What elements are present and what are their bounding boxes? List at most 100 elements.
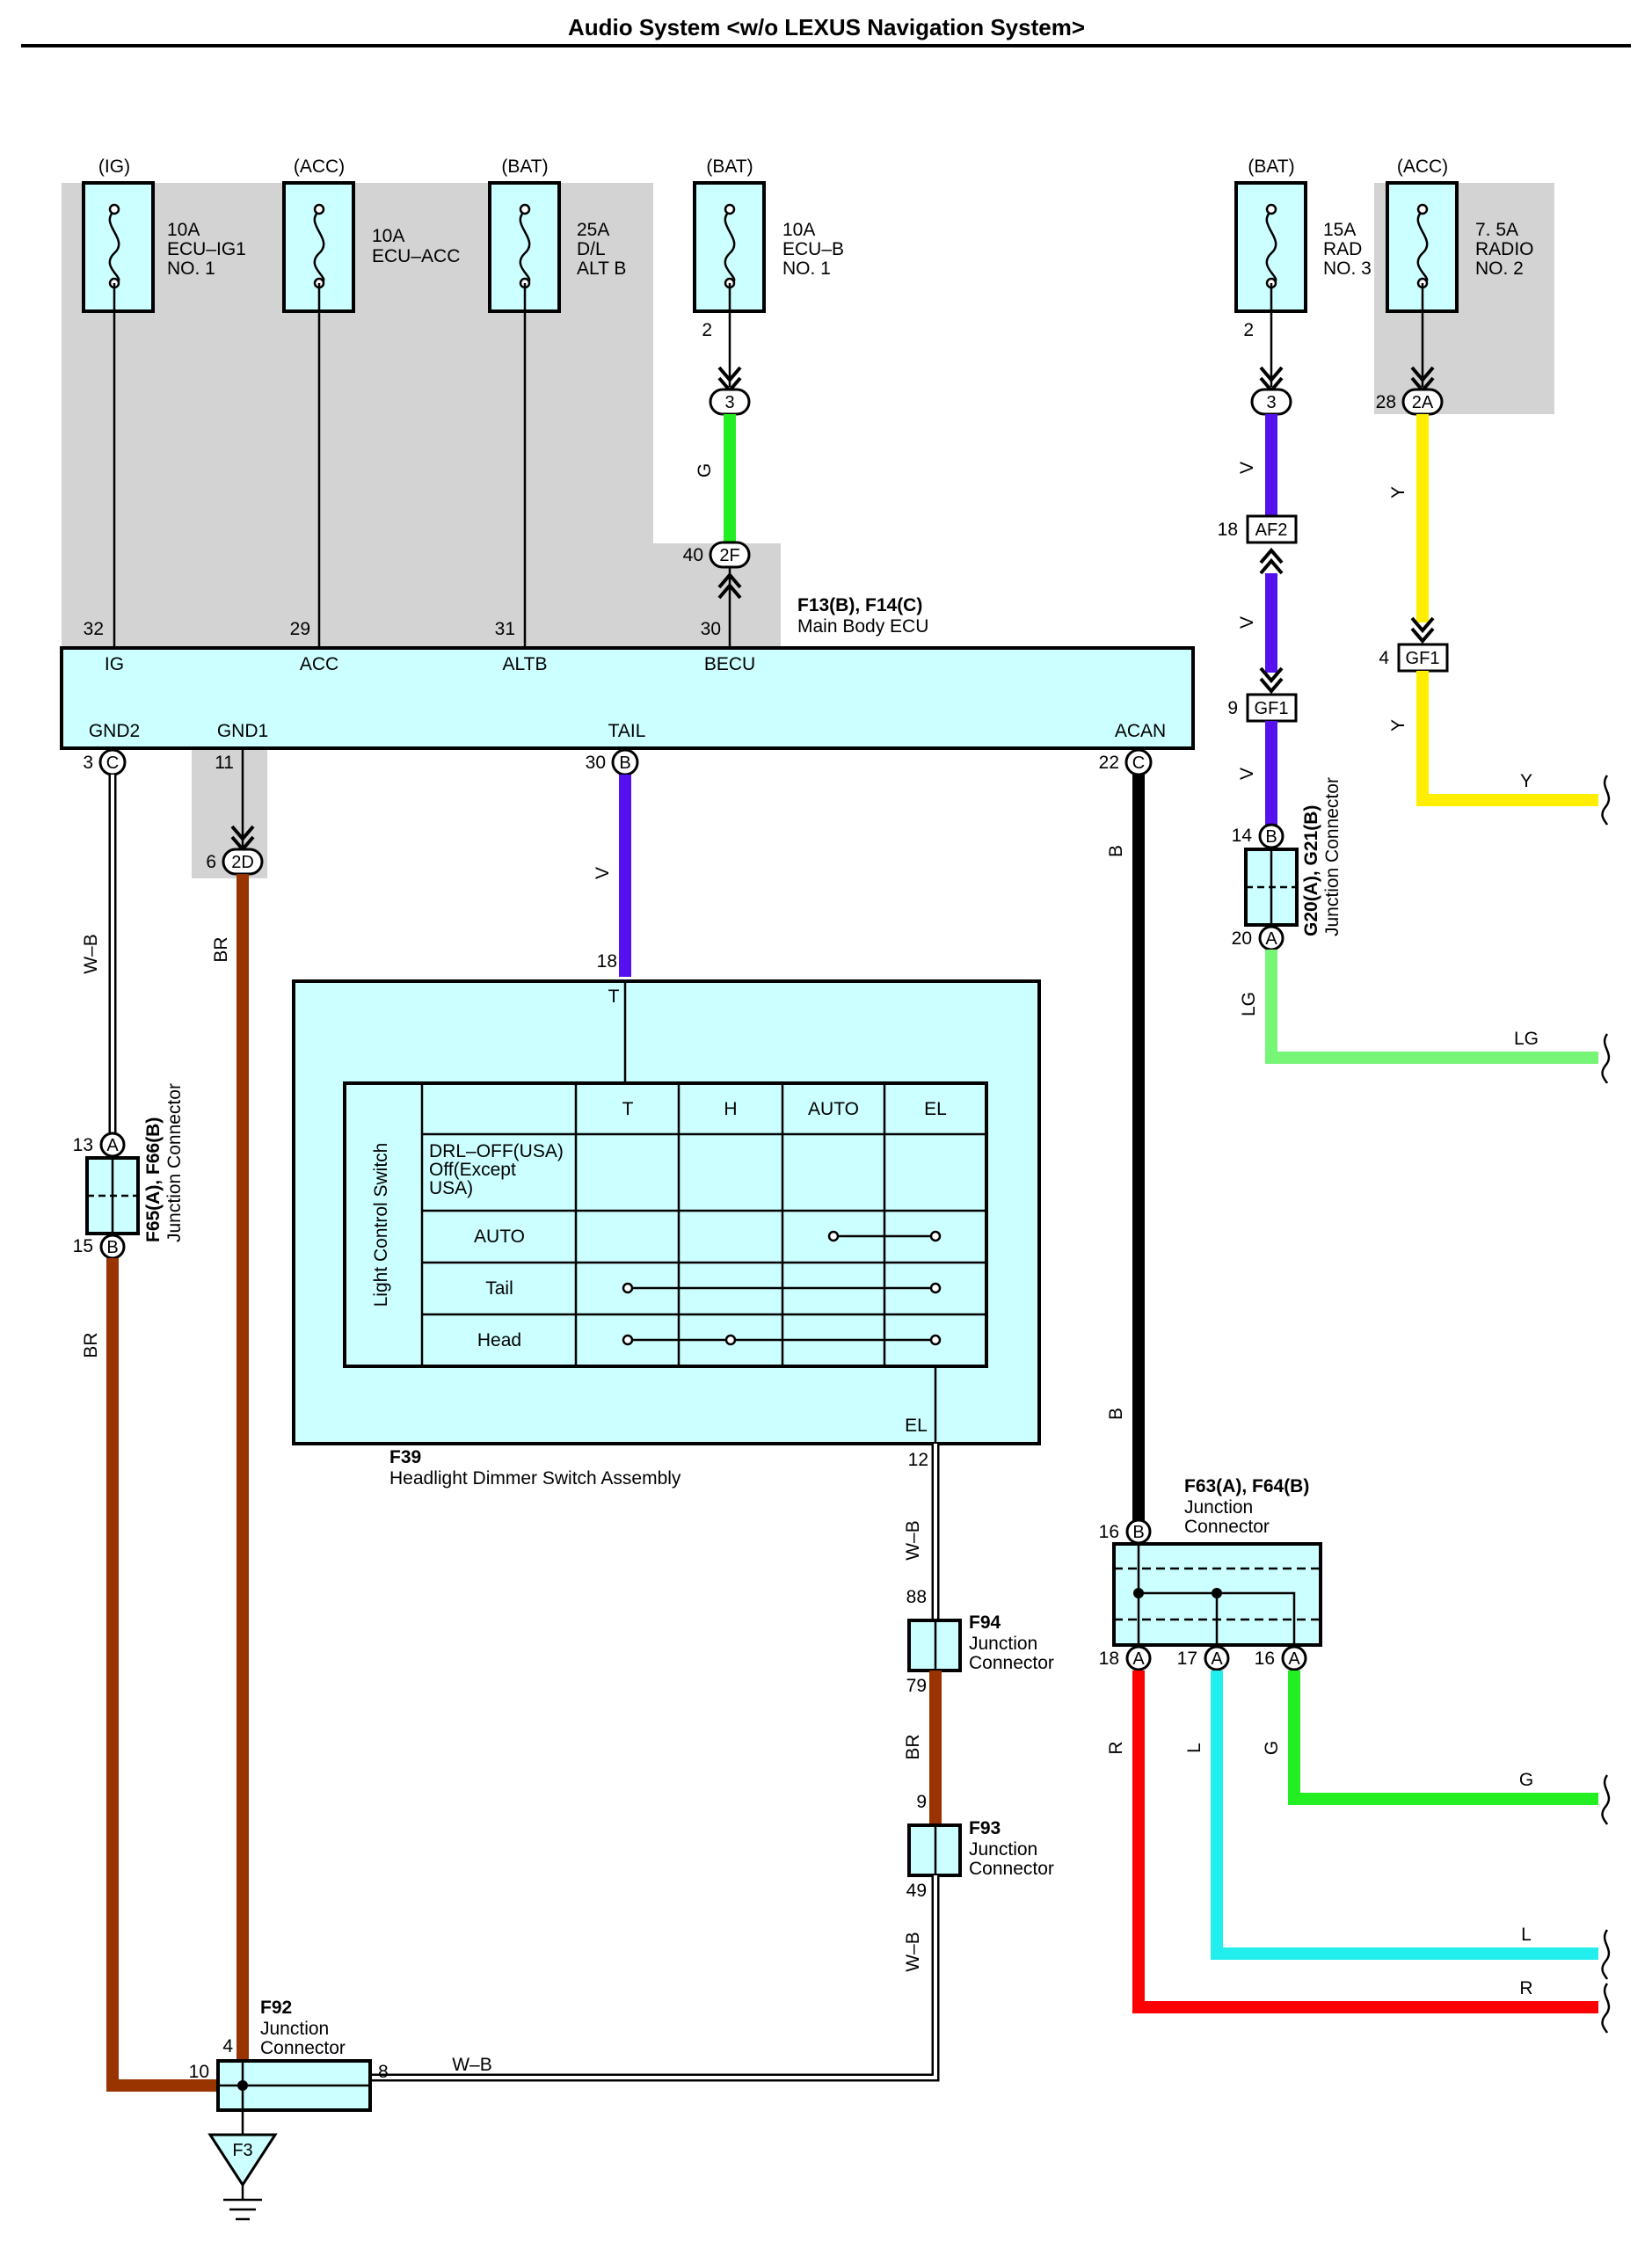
page-title: Audio System <w/o LEXUS Navigation Syste… xyxy=(568,14,1085,40)
fuse-name: ECU–IG1 xyxy=(167,239,246,259)
switch-row-label-line: Off(Except xyxy=(429,1160,516,1180)
fuse-rating: 15A xyxy=(1323,220,1356,240)
switch-row-label-line: USA) xyxy=(429,1178,473,1198)
pin-label: 8 xyxy=(378,2062,389,2082)
pin-label: 20 xyxy=(1232,928,1252,949)
switch-row-label-line: DRL–OFF(USA) xyxy=(429,1141,564,1161)
junction-code: F92 xyxy=(260,1998,292,2018)
fuse-source-label: (BAT) xyxy=(501,157,548,177)
wire-color-label: Y xyxy=(1388,486,1408,499)
connector-label: B xyxy=(619,753,630,773)
pin-label: 13 xyxy=(73,1135,93,1155)
splice-dot xyxy=(1212,1588,1222,1598)
terminal-name: TAIL xyxy=(608,721,646,741)
switch-row-label: Tail xyxy=(485,1278,513,1299)
ecu-name: Main Body ECU xyxy=(797,616,928,637)
terminal-name: ACAN xyxy=(1115,721,1166,741)
junction-name: Connector xyxy=(1184,1517,1270,1537)
connector-label: A xyxy=(106,1136,119,1155)
connector-label: GF1 xyxy=(1406,649,1440,668)
pin-label: 49 xyxy=(906,1881,927,1901)
wire-color-label: W–B xyxy=(81,934,101,974)
ground-icon xyxy=(207,2133,278,2221)
fuse-name: RAD xyxy=(1323,239,1362,259)
pin-label: 9 xyxy=(916,1792,927,1812)
wire-color-label: R xyxy=(1519,1978,1532,1998)
fuse-name: D/L xyxy=(577,239,606,259)
wire-color-label: G xyxy=(1262,1741,1282,1755)
wire-l xyxy=(1211,1671,1598,1960)
connector-label: A xyxy=(1265,929,1277,949)
ground-label: F3 xyxy=(232,2141,252,2160)
pin-label: 30 xyxy=(586,753,606,773)
component-name: Headlight Dimmer Switch Assembly xyxy=(389,1468,681,1489)
fuse-rating: 10A xyxy=(372,226,404,246)
fuse-source-label: (IG) xyxy=(98,157,130,177)
fuse-ecu-b: (BAT) 10A ECU–B NO. 1 xyxy=(693,157,844,313)
junction-code: F63(A), F64(B) xyxy=(1184,1476,1309,1496)
wire-g xyxy=(1288,1671,1598,1805)
terminal-name: GND2 xyxy=(89,721,140,741)
wire-break-icon xyxy=(1601,1774,1611,1825)
switch-row-label: Head xyxy=(477,1330,521,1350)
junction-name: Junction xyxy=(260,2019,329,2039)
connector-label: 2D xyxy=(231,853,254,872)
fuse-number: NO. 1 xyxy=(167,258,215,279)
wire-color-label: W–B xyxy=(452,2055,492,2075)
fuse-ecu-ig1: (IG) 10A ECU–IG1 NO. 1 xyxy=(82,157,246,313)
junction-name: Junction Connector xyxy=(164,1083,185,1242)
wire-break-icon xyxy=(1601,1033,1611,1084)
connector-label: GF1 xyxy=(1255,699,1289,718)
connector-label: A xyxy=(1211,1649,1223,1669)
junction-code: G20(A), G21(B) xyxy=(1301,805,1321,936)
wire-color-label: BR xyxy=(903,1734,923,1759)
terminal-name: GND1 xyxy=(217,721,268,741)
pin-label: 6 xyxy=(206,852,216,872)
pin-label: 30 xyxy=(701,619,721,639)
connector-a-f63-16 xyxy=(1281,1645,1307,1671)
wire-color-label: L xyxy=(1521,1925,1532,1945)
switch-title: Light Control Switch xyxy=(371,1143,391,1307)
light-control-switch-table: Light Control Switch T H AUTO EL DRL–OFF… xyxy=(343,1081,988,1368)
pin-label: 16 xyxy=(1255,1649,1275,1669)
wire-color-label: R xyxy=(1106,1741,1126,1754)
junction-code: F65(A), F66(B) xyxy=(143,1117,164,1242)
pin-label: 18 xyxy=(1099,1649,1119,1669)
wire-color-label: Y xyxy=(1520,771,1532,791)
ecu-code: F13(B), F14(C) xyxy=(797,595,922,615)
wire-break-icon xyxy=(1601,1983,1611,2034)
wire-y-radio-2 xyxy=(1416,671,1598,806)
connector-label: A xyxy=(1132,1649,1145,1669)
pin-label: 22 xyxy=(1099,753,1119,773)
terminal-name: ACC xyxy=(300,654,338,674)
pin-label: 18 xyxy=(597,951,617,972)
fuse-rating: 10A xyxy=(167,220,200,240)
terminal-name: T xyxy=(608,986,620,1007)
wire-color-label: L xyxy=(1184,1743,1204,1753)
pin-label: 17 xyxy=(1177,1649,1197,1669)
pin-label: 15 xyxy=(73,1236,93,1256)
connector-label: A xyxy=(1288,1649,1300,1669)
junction-name: Junction Connector xyxy=(1322,777,1343,936)
pin-label: 29 xyxy=(290,619,310,639)
wire-color-label: BR xyxy=(81,1332,101,1358)
fuse-rating: 7. 5A xyxy=(1475,220,1518,240)
wire-br-f65 xyxy=(106,1258,218,2092)
wire-color-label: BR xyxy=(211,936,231,962)
switch-column-header: T xyxy=(622,1099,634,1119)
fuse-number: ALT B xyxy=(577,258,626,279)
shaded-region-ecu-feed xyxy=(62,183,781,648)
pin-label: 12 xyxy=(908,1450,928,1470)
splice-dot xyxy=(237,2080,248,2091)
connector-a-f63-17 xyxy=(1204,1645,1230,1671)
connector-label: 2A xyxy=(1412,393,1434,412)
fuse-name: ECU–ACC xyxy=(372,246,460,266)
wire-color-label: V xyxy=(593,867,613,879)
wire-color-label: B xyxy=(1106,845,1126,857)
connector-gf1-b xyxy=(1397,643,1449,673)
pin-label: 14 xyxy=(1232,826,1253,846)
terminal-name: BECU xyxy=(704,654,755,674)
fuse-number: NO. 2 xyxy=(1475,258,1524,279)
connector-label: C xyxy=(1132,753,1145,773)
